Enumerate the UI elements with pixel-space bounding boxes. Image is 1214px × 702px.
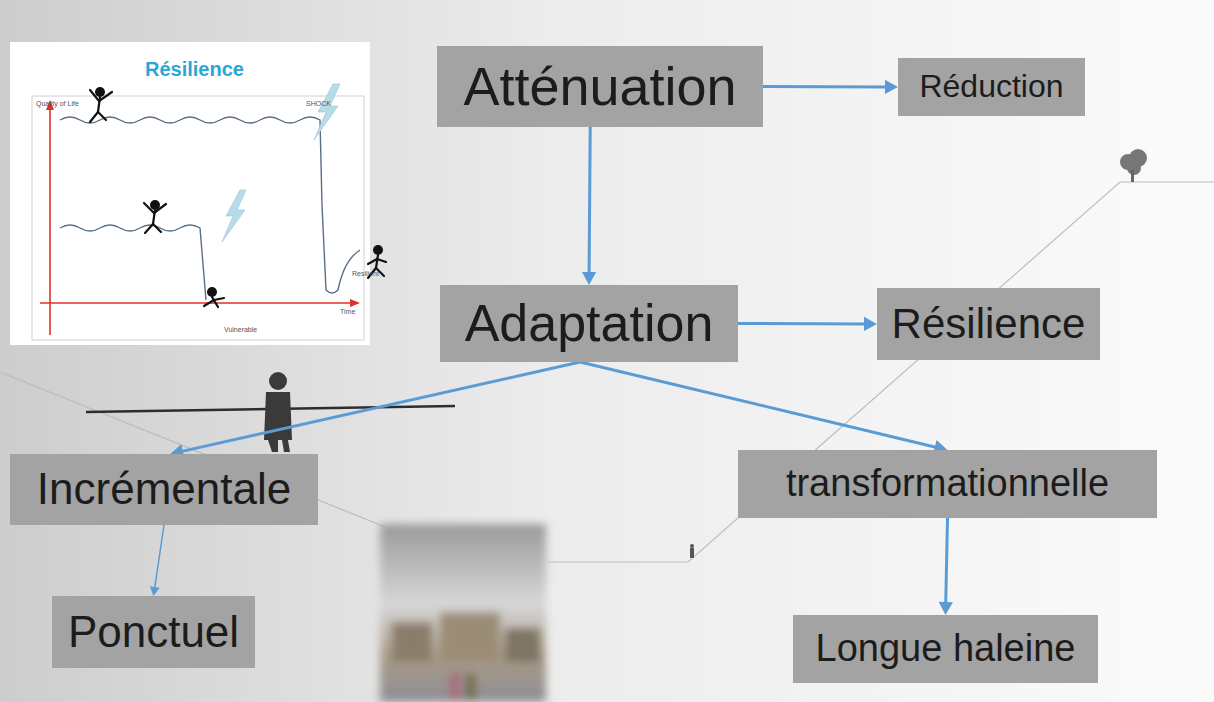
box-label: Résilience [892, 301, 1086, 347]
arrow-line [763, 85, 887, 88]
resilience-inset [10, 42, 386, 345]
arrow-line [589, 127, 590, 274]
arrow-head [582, 272, 596, 285]
inset-title: Résilience [145, 58, 244, 80]
concept-box: Incrémentale [10, 454, 318, 525]
flow-arrow [170, 362, 580, 458]
walking-figure [690, 544, 694, 558]
tree [1120, 149, 1147, 182]
arrow-line [181, 362, 580, 452]
box-label: Incrémentale [37, 465, 291, 513]
concept-box: Ponctuel [52, 596, 255, 668]
concept-box: transformationnelle [738, 450, 1157, 518]
axis-label: Vulnerable [224, 326, 257, 334]
city-photo [380, 524, 546, 702]
axis-label: Resilient [352, 270, 379, 278]
tightrope-walker [86, 372, 455, 452]
arrow-head [150, 586, 160, 596]
arrow-line [946, 518, 948, 604]
axis-label: SHOCK [306, 100, 331, 108]
box-label: Longue haleine [816, 628, 1076, 670]
arrow-line [738, 322, 866, 325]
flow-arrow [582, 127, 596, 285]
box-label: Ponctuel [68, 608, 239, 656]
flow-arrow [763, 80, 898, 94]
concept-box: Longue haleine [793, 615, 1098, 683]
arrow-head [864, 317, 877, 331]
box-label: transformationnelle [786, 463, 1109, 505]
arrow-line [155, 525, 164, 589]
axis-label: Quality of Life [36, 100, 79, 108]
axis-label: Time [340, 308, 355, 316]
concept-box: Adaptation [440, 285, 738, 362]
box-label: Réduction [919, 69, 1063, 104]
concept-box: Réduction [898, 58, 1085, 116]
flow-arrow [939, 518, 953, 615]
box-label: Adaptation [465, 295, 714, 352]
flow-arrow [150, 525, 164, 596]
arrow-head [885, 80, 898, 94]
concept-box: Résilience [877, 288, 1100, 360]
arrow-head [939, 602, 953, 615]
arrow-line [580, 362, 937, 447]
concept-box: Atténuation [437, 46, 763, 127]
box-label: Atténuation [463, 57, 736, 116]
flow-arrow [738, 317, 877, 331]
flow-arrow [580, 362, 947, 454]
